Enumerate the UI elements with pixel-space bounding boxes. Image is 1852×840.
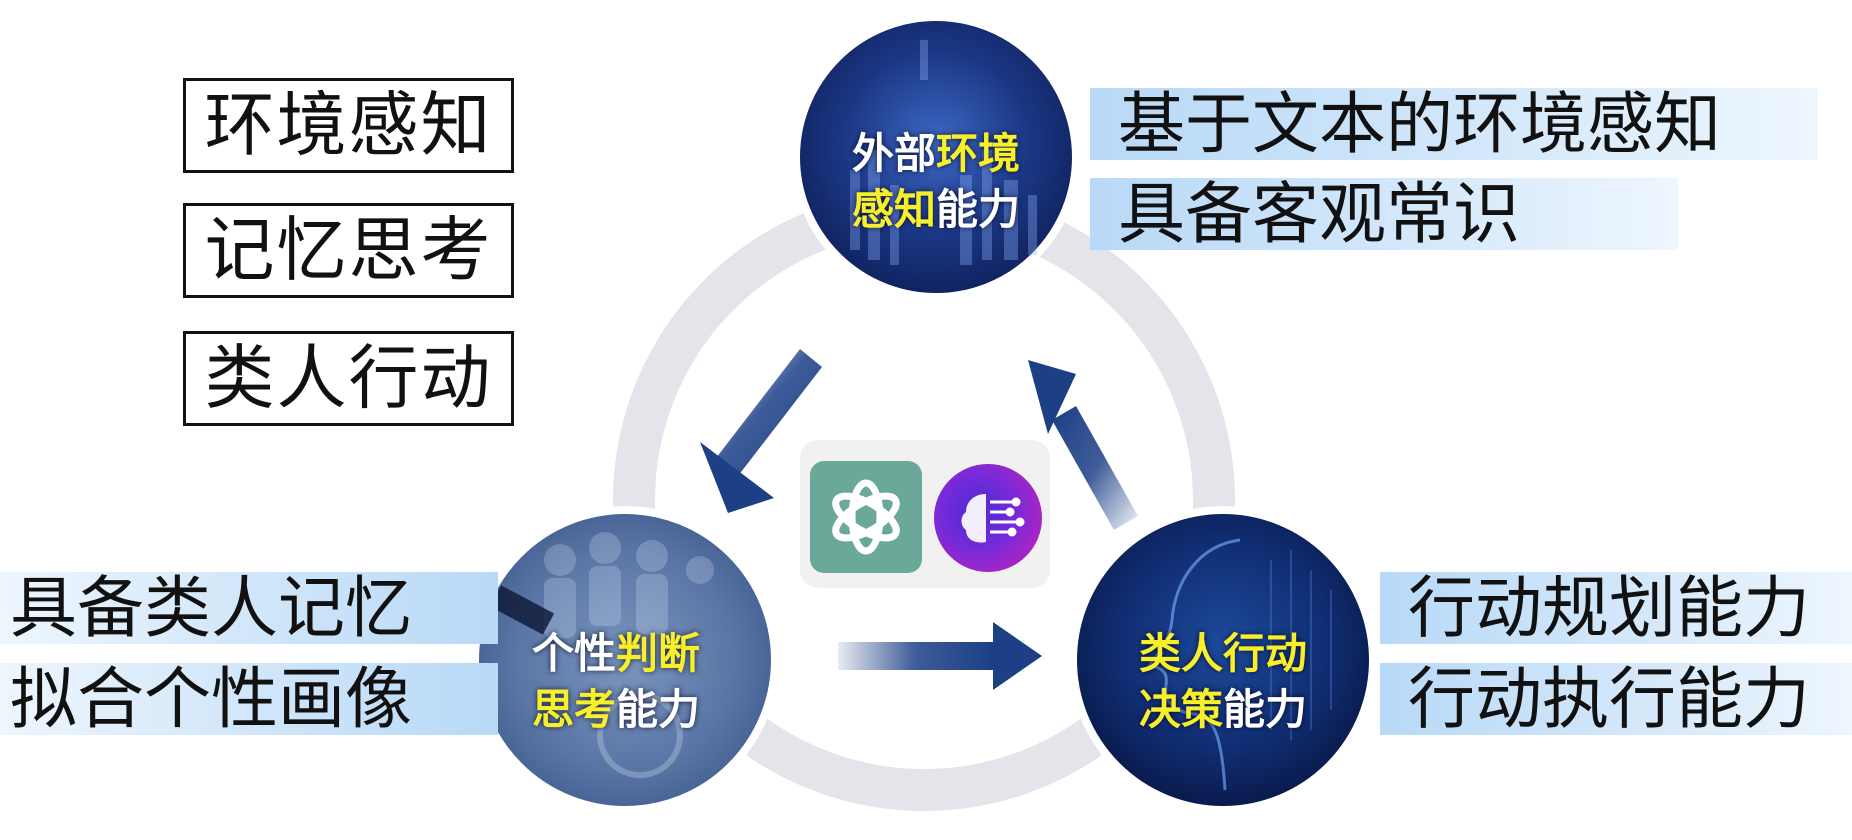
- ai-brain-icon: [934, 464, 1042, 572]
- desc-bottom-right-line-1: 行动规划能力: [1380, 572, 1852, 644]
- node-bottom-left-circle: [471, 506, 779, 814]
- openai-logo-icon: [810, 461, 922, 573]
- desc-bottom-left-line-2: 拟合个性画像: [0, 663, 498, 735]
- label-box-action: 类人行动: [183, 331, 514, 426]
- desc-top-line-1: 基于文本的环境感知: [1090, 88, 1818, 160]
- node-bottom-left-label: 个性判断 思考能力: [531, 629, 701, 734]
- node-bottom-right-label: 类人行动 决策能力: [1138, 629, 1308, 734]
- desc-bottom-right-line-2: 行动执行能力: [1380, 663, 1852, 735]
- label-box-perception: 环境感知: [183, 78, 514, 173]
- node-bottom-right-circle: [1069, 506, 1377, 814]
- desc-bottom-left-line-1: 具备类人记忆: [0, 572, 498, 644]
- label-box-memory: 记忆思考: [183, 203, 514, 298]
- desc-top-line-2: 具备客观常识: [1090, 178, 1678, 250]
- node-top-circle: [792, 13, 1080, 301]
- arrow-top-to-left: [700, 349, 822, 513]
- arrow-left-to-right: [838, 622, 1042, 690]
- arrow-right-to-top: [1028, 360, 1138, 530]
- node-top-label: 外部环境 感知能力: [851, 129, 1021, 234]
